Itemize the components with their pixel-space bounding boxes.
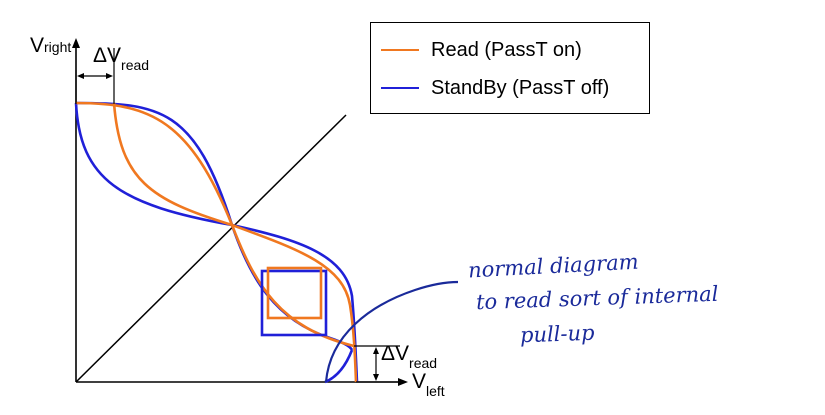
handwritten-pointer-curve (324, 280, 459, 383)
legend-swatch-read (381, 49, 419, 51)
x-axis-label: Vleft (412, 370, 445, 399)
standby-curve-lower (74, 102, 359, 383)
legend-swatch-standby (381, 87, 419, 89)
legend-item-standby: StandBy (PassT off) (381, 75, 609, 101)
legend-label-read: Read (PassT on) (431, 38, 582, 61)
legend-item-read: Read (PassT on) (381, 37, 582, 63)
y-axis-label: Vright (30, 34, 72, 57)
x-axis-arrowhead (398, 378, 408, 386)
legend-label-standby: StandBy (PassT off) (431, 76, 610, 99)
standby-curve-tail (324, 349, 354, 384)
delta-right-arrowhead-top (373, 347, 379, 354)
delta-top-arrowhead-right (106, 73, 113, 79)
read-curve-upper (75, 101, 355, 348)
delta-v-read-top: ΔVread (93, 44, 150, 73)
handwritten-note-line3: pull-up (519, 320, 595, 348)
standby-noise-margin-square (260, 269, 328, 337)
diagonal-line (75, 114, 347, 383)
read-noise-margin-square (266, 266, 323, 320)
y-axis-arrowhead (72, 38, 80, 48)
delta-v-read-right: ΔVread (381, 342, 438, 371)
delta-top-arrowhead-left (77, 73, 84, 79)
read-curve-lower (112, 102, 358, 383)
delta-right-arrowhead-bottom (373, 374, 379, 381)
legend: Read (PassT on) StandBy (PassT off) (370, 22, 650, 114)
standby-curve-upper (75, 101, 354, 351)
